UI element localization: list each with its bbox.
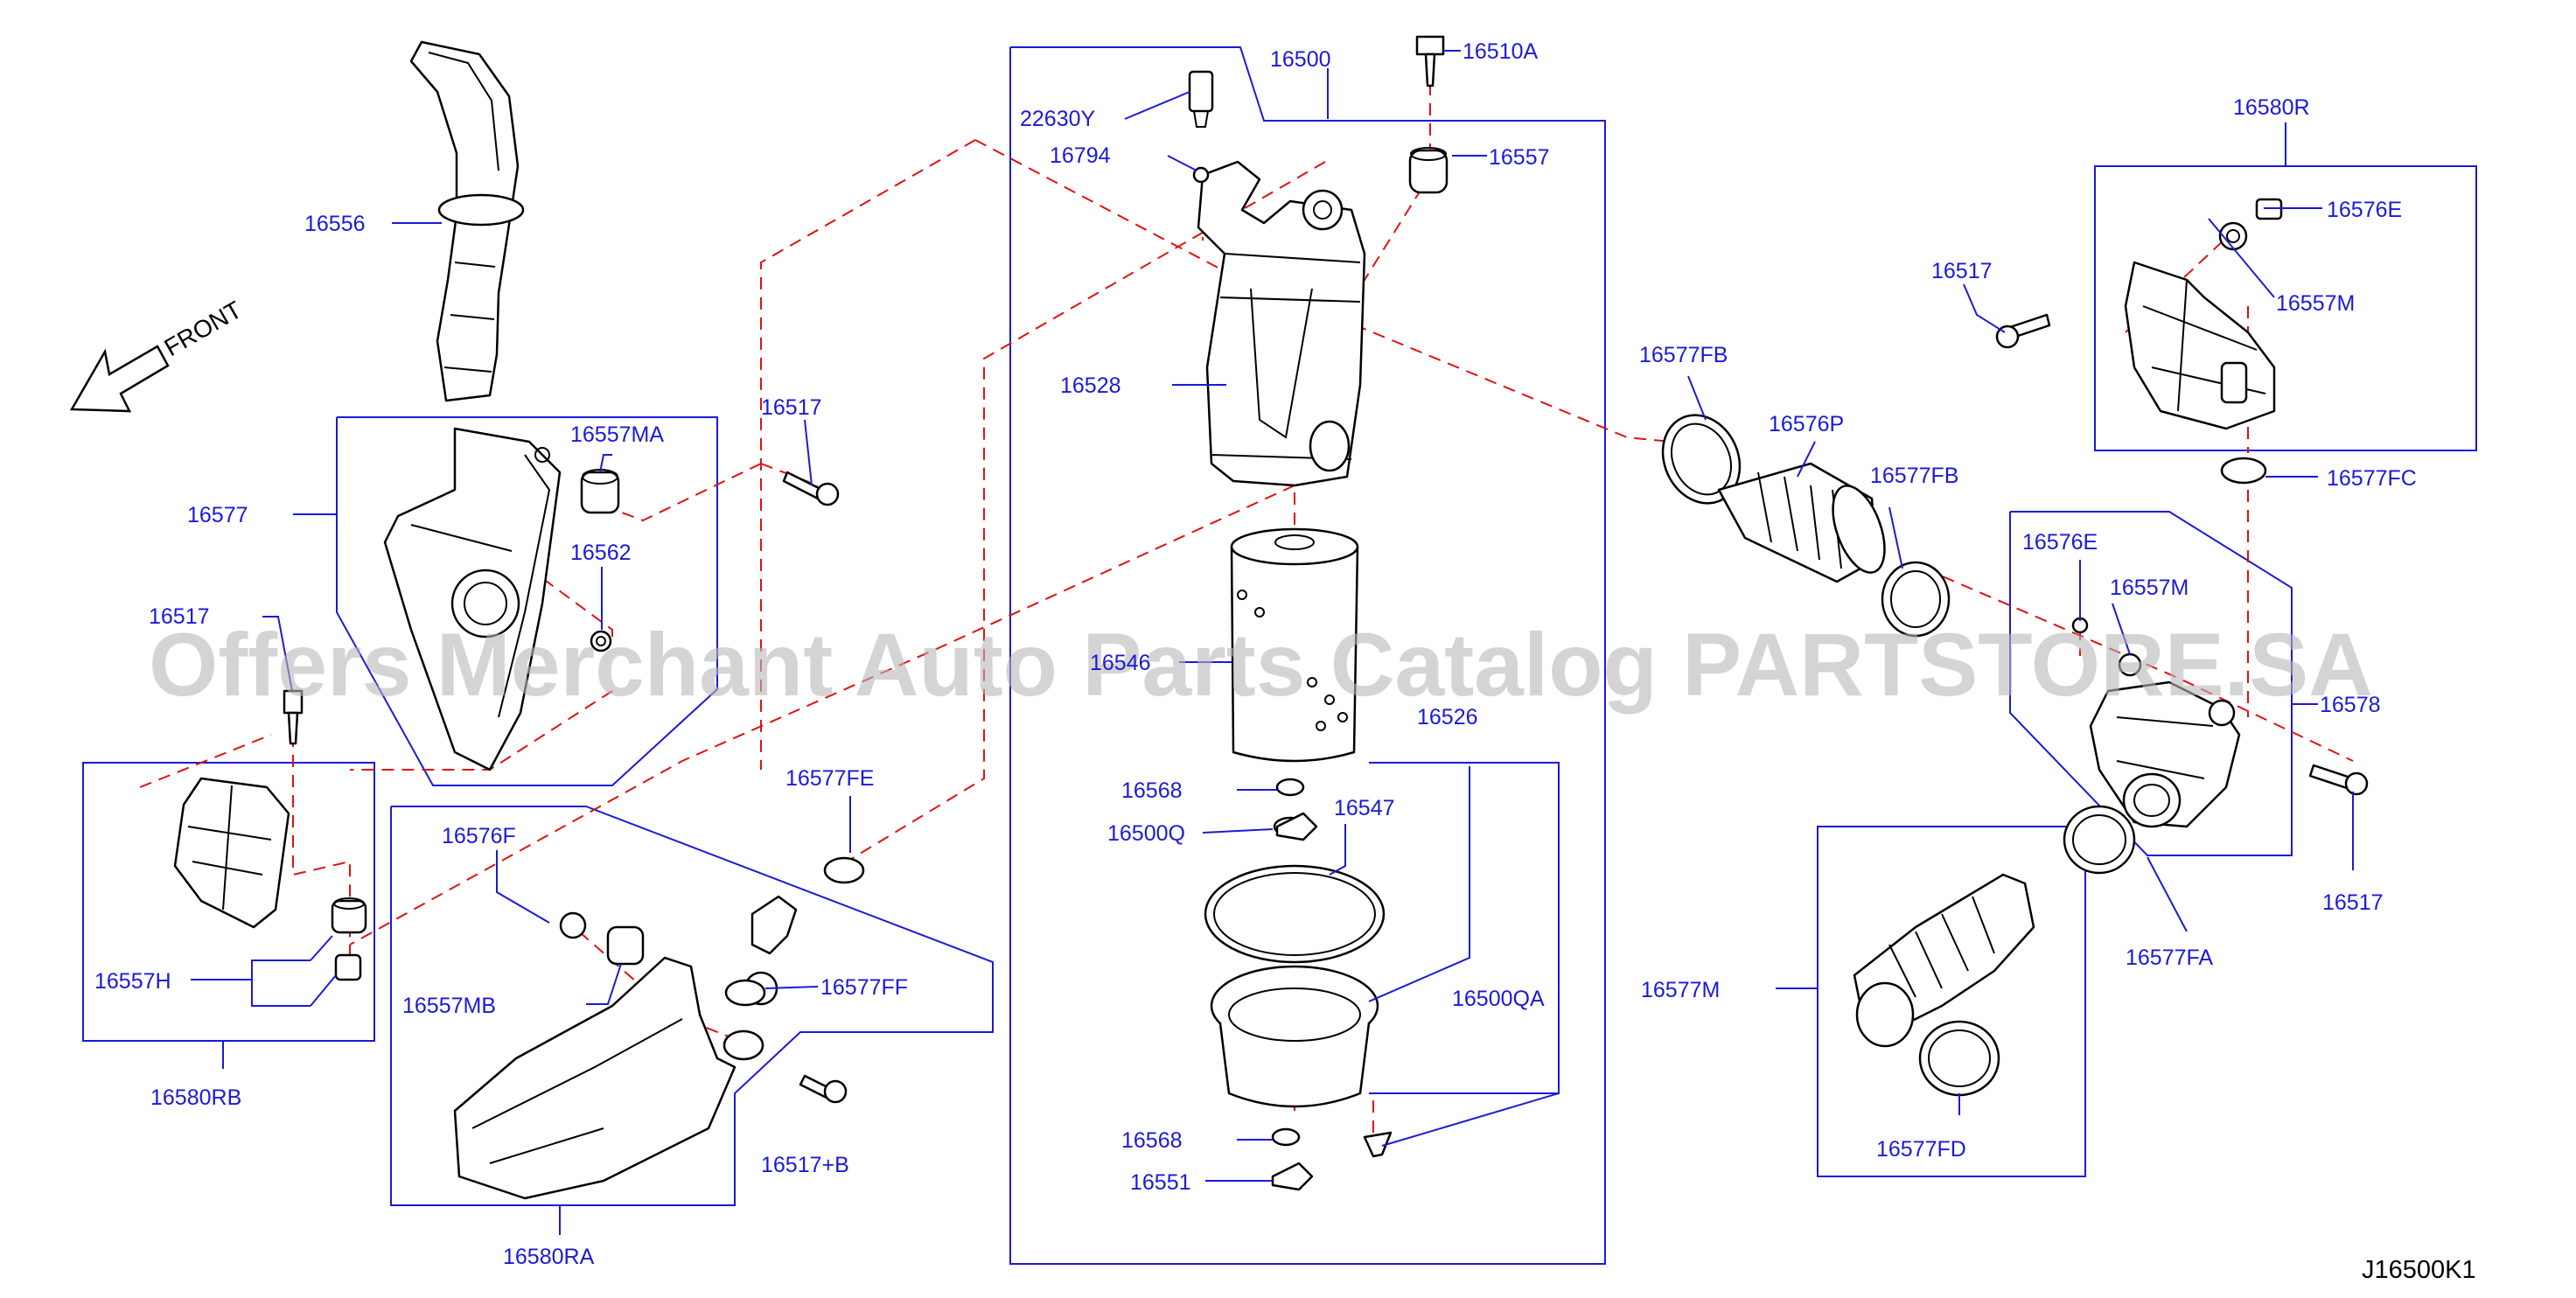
label-16577FB-b: 16577FB [1870,464,1958,488]
label-16546: 16546 [1090,651,1151,675]
label-16794: 16794 [1050,143,1111,168]
label-16557MB: 16557MB [402,994,496,1018]
label-16577FD: 16577FD [1876,1137,1966,1162]
label-16557M-a: 16557M [2276,291,2355,316]
label-22630Y: 22630Y [1020,107,1096,131]
label-16517-b: 16517 [149,604,210,629]
label-16528: 16528 [1060,373,1121,398]
box-16578 [2009,511,2293,856]
label-16556: 16556 [304,212,366,236]
box-16580RA [390,806,994,1206]
label-16577M: 16577M [1641,978,1720,1002]
box-16526 [1369,762,1560,1094]
diagram-code: J16500K1 [2362,1256,2476,1284]
label-16500: 16500 [1270,47,1331,72]
filter-assembly-16500 [1188,70,1449,1191]
box-16580RB [82,762,375,1042]
label-16557H: 16557H [94,969,171,994]
resonator-16580R [2124,198,2283,485]
front-label: FRONT [160,296,247,361]
label-16576P: 16576P [1769,412,1844,436]
resonator-16580RB [173,777,367,981]
adapter-16578 [2071,617,2241,828]
label-16577FA: 16577FA [2126,946,2213,970]
housing-16577 [383,427,620,771]
group-boxes [82,46,2477,1265]
part-labels: 16500 16510A 22630Y 16794 16557 16556 16… [94,39,2417,1269]
box-16577 [336,416,718,786]
label-16568-b: 16568 [1121,1128,1183,1153]
watermark: Offers Merchant Auto Parts Catalog PARTS… [149,615,2373,715]
label-16557: 16557 [1489,145,1550,170]
label-16510A: 16510A [1463,39,1539,64]
label-16577FF: 16577FF [820,975,908,1000]
label-16578: 16578 [2320,693,2381,717]
label-16576E-b: 16576E [2022,530,2098,555]
label-16580RB: 16580RB [150,1085,241,1110]
leader-lines [191,50,2354,1235]
label-16576E-a: 16576E [2327,198,2402,222]
label-16547: 16547 [1334,796,1395,820]
label-16517-a: 16517 [761,395,822,420]
label-16517-c: 16517 [1931,259,1993,283]
label-16568-a: 16568 [1121,778,1183,803]
label-16577: 16577 [187,503,248,527]
label-16576F: 16576F [442,824,516,848]
resonator-16580RA [453,895,798,1200]
label-16517B: 16517+B [761,1153,849,1177]
box-16500 [1009,46,1606,1265]
label-16517-d: 16517 [2322,890,2384,915]
label-16557M-b: 16557M [2110,576,2189,600]
label-16551: 16551 [1130,1170,1191,1195]
hose-16577M [1853,805,2136,1097]
label-16526: 16526 [1417,705,1478,729]
box-16577M [1817,826,2086,1177]
label-16500Q: 16500Q [1107,821,1185,846]
label-16580R: 16580R [2233,95,2310,120]
label-16577FE: 16577FE [785,766,874,791]
label-16500QA: 16500QA [1452,987,1545,1011]
duct-16556 [409,40,525,402]
label-16580RA: 16580RA [503,1245,595,1269]
clamps-left [724,856,865,1007]
front-arrow-icon: FRONT [69,296,247,413]
label-16577FC: 16577FC [2327,466,2417,491]
label-16557MA: 16557MA [570,422,664,447]
label-16562: 16562 [570,541,632,565]
label-16577FB-a: 16577FB [1639,343,1728,367]
bolt-group [283,35,2369,1104]
hose-16576P [1661,414,1951,638]
